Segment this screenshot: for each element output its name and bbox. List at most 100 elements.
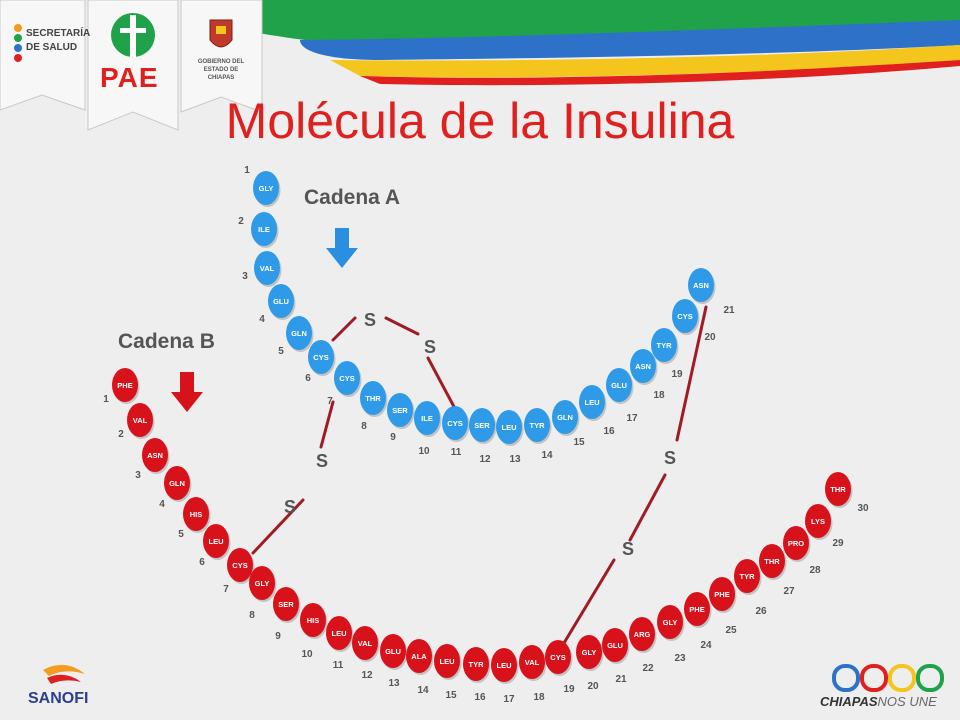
chain-b-bead (709, 577, 735, 611)
chain-a-residue-number: 13 (509, 454, 521, 465)
chain-b-bead (783, 526, 809, 560)
chain-b-residue: HIS (300, 603, 328, 639)
chain-b-residue: HIS (183, 497, 211, 533)
chain-a-residue: TYR (524, 408, 552, 444)
chain-b-residue-number: 29 (832, 538, 844, 549)
sulfur-label: S (316, 451, 328, 471)
chain-b-bead (380, 634, 406, 668)
chain-a-residue-label: GLU (273, 297, 289, 306)
chain-b-bead (519, 645, 545, 679)
chain-b-residue: VAL (352, 626, 380, 662)
chain-a-residue-label: GLY (259, 184, 274, 193)
chain-b-bead (629, 617, 655, 651)
chiapas-logo-word: CHIAPASNOS UNE (820, 694, 937, 709)
bond-line (562, 558, 616, 645)
chain-a-residue-label: CYS (313, 353, 328, 362)
chain-a-arrow-icon (326, 228, 358, 268)
coat-of-arms-icon (209, 19, 233, 48)
sanofi-bird-icon (43, 664, 85, 684)
chain-b-residue-number: 27 (783, 586, 795, 597)
chiapas-rings-icon (832, 664, 944, 692)
chain-b-residue-number: 17 (503, 694, 515, 705)
sulfur-label: S (424, 337, 436, 357)
chain-b-residue-number: 11 (333, 660, 344, 671)
chain-a-residue: CYS (442, 406, 470, 442)
chain-a-residue-label: LEU (585, 398, 600, 407)
chain-a-residue: ILE (251, 212, 279, 248)
chain-a-residue-label: SER (474, 421, 490, 430)
chain-a-residue-number: 11 (451, 447, 462, 458)
top-ribbon (240, 0, 960, 86)
chain-b-residue-number: 6 (199, 557, 205, 568)
chain-a-residue: SER (387, 393, 415, 429)
chain-a-residue-number: 5 (278, 346, 284, 357)
chain-a-bead (672, 299, 698, 333)
chain-b-residue-label: CYS (550, 653, 565, 662)
chain-b-residue-number: 23 (674, 653, 686, 664)
chain-b-residue-label: GLU (607, 641, 623, 650)
chain-a-residue-number: 1 (244, 165, 250, 176)
header-logos (0, 0, 263, 131)
chain-a-residue-number: 4 (259, 314, 265, 325)
chain-b-residue: ARG (629, 617, 657, 653)
nos-une-word: NOS UNE (877, 694, 937, 709)
chain-b-residue-number: 14 (417, 685, 429, 696)
chain-a-residue: ASN (630, 349, 658, 385)
chain-b-residue-label: ALA (411, 652, 427, 661)
secretaria-text-line2: DE SALUD (26, 42, 78, 53)
chain-b-bead (127, 403, 153, 437)
chain-a-residue-number: 2 (238, 216, 244, 227)
chain-a-bead (469, 408, 495, 442)
chain-a-residue: SER (469, 408, 497, 444)
chain-a-residue-number: 14 (541, 450, 553, 461)
chain-a-bead (606, 368, 632, 402)
chain-b-bead (227, 548, 253, 582)
arrows (171, 228, 358, 412)
chain-b-residue-label: LEU (497, 661, 512, 670)
chain-a-residue-label: ASN (635, 362, 651, 371)
bond-line (319, 400, 335, 449)
chain-a-residue: CYS (308, 340, 336, 376)
secretaria-text-line1: SECRETARÍA (26, 28, 91, 39)
chain-b-residue: TYR (463, 647, 491, 683)
chain-a-residue-number: 3 (242, 271, 248, 282)
chain-b-residue: GLY (576, 635, 604, 671)
chain-b-residue-label: ASN (147, 451, 163, 460)
chain-b-residue-number: 15 (445, 690, 457, 701)
chain-b-residue-number: 13 (388, 678, 400, 689)
chain-b-bead (300, 603, 326, 637)
chain-a-bead (579, 385, 605, 419)
chain-b-residue-number: 5 (178, 529, 184, 540)
chain-b-residue: GLU (380, 634, 408, 670)
chain-a-residue-label: LEU (502, 423, 517, 432)
chain-b-bead (684, 592, 710, 626)
chain-a-label: Cadena A (304, 186, 401, 209)
chain-b-residue: VAL (519, 645, 547, 681)
chain-a-residue-label: ILE (421, 414, 433, 423)
chain-b-residue: PHE (684, 592, 712, 628)
chain-a-bead (360, 381, 386, 415)
chain-b-residue: CYS (227, 548, 255, 584)
chain-a-residue-number: 21 (723, 305, 735, 316)
chain-a-residue-number: 16 (603, 426, 615, 437)
chain-b-residue-label: VAL (525, 658, 540, 667)
bond-line (384, 316, 420, 336)
chain-b-residue-label: GLN (169, 479, 185, 488)
chain-b-residue-number: 25 (725, 625, 737, 636)
chain-b-residue: GLY (249, 566, 277, 602)
chain-b-bead (183, 497, 209, 531)
chain-a-bead (414, 401, 440, 435)
chain-b-residue-label: THR (764, 557, 780, 566)
chain-b-residue-label: TYR (469, 660, 485, 669)
chain-b-residue-number: 1 (103, 394, 109, 405)
chain-b-bead (805, 504, 831, 538)
chain-a-residue-label: VAL (260, 264, 275, 273)
chain-b-bead (112, 368, 138, 402)
bond-line (251, 498, 305, 555)
chain-a-bead (253, 171, 279, 205)
sulfur-label: S (284, 497, 296, 517)
chain-b-residue-number: 4 (159, 499, 165, 510)
chain-a-residue: GLU (606, 368, 634, 404)
